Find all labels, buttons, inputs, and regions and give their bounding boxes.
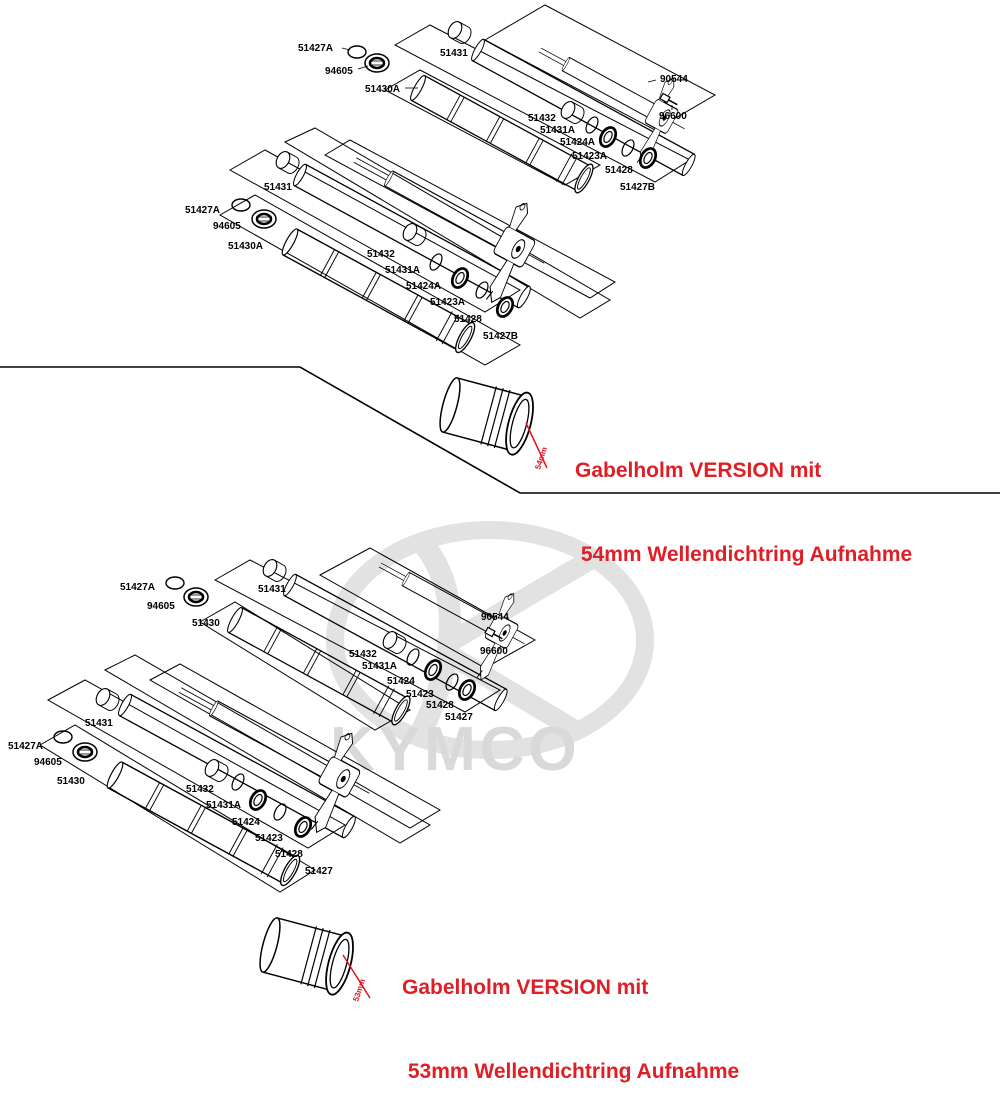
label-51427B: 51427B <box>620 182 655 193</box>
label-51427A-lower: 51427A <box>185 205 220 216</box>
watermark-logo: KYMCO <box>326 521 654 784</box>
top-caption: Gabelholm VERSION mit 54mm Wellendichtri… <box>575 401 912 597</box>
label-51427A-lower: 51427A <box>8 741 43 752</box>
bottom-caption: Gabelholm VERSION mit 53mm Wellendichtri… <box>402 918 739 1114</box>
label-96600: 96600 <box>480 646 508 657</box>
label-51431-lower: 51431 <box>85 718 113 729</box>
top-callout-labels: 51427A 94605 51430A 51431 90544 96600 51… <box>185 43 688 342</box>
label-94605-lower: 94605 <box>34 757 62 768</box>
exploded-parts-diagram: KYMCO <box>0 4 1000 1003</box>
label-51424A: 51424A <box>560 137 595 148</box>
label-51431-lower: 51431 <box>264 182 292 193</box>
label-51431A-lower: 51431A <box>385 265 420 276</box>
label-51427: 51427 <box>445 712 473 723</box>
label-96600: 96600 <box>659 111 687 122</box>
label-51428-lower: 51428 <box>454 314 482 325</box>
label-51432: 51432 <box>349 649 377 660</box>
watermark-text: KYMCO <box>330 715 581 784</box>
label-51431: 51431 <box>258 584 286 595</box>
section-divider-line <box>0 366 1000 494</box>
label-51427B-lower: 51427B <box>483 331 518 342</box>
label-51431: 51431 <box>440 48 468 59</box>
label-51424-lower: 51424 <box>232 817 260 828</box>
label-51423-lower: 51423 <box>255 833 283 844</box>
label-51430-lower: 51430 <box>57 776 85 787</box>
label-51428-lower: 51428 <box>275 849 303 860</box>
bottom-caption-line1: Gabelholm VERSION mit <box>402 976 649 999</box>
label-51432-lower: 51432 <box>367 249 395 260</box>
label-51424A-lower: 51424A <box>406 281 441 292</box>
label-51432: 51432 <box>528 113 556 124</box>
label-51428: 51428 <box>426 700 454 711</box>
label-51431A: 51431A <box>362 661 397 672</box>
label-51423: 51423 <box>406 689 434 700</box>
top-caption-line2: 54mm Wellendichtring Aufnahme <box>575 543 913 566</box>
label-51431A: 51431A <box>540 125 575 136</box>
label-90544: 90544 <box>481 612 509 623</box>
label-51424: 51424 <box>387 676 415 687</box>
label-94605: 94605 <box>147 601 175 612</box>
top-exploded-view: 54mm <box>218 4 717 471</box>
label-51430A-lower: 51430A <box>228 241 263 252</box>
bottom-caption-line2: 53mm Wellendichtring Aufnahme <box>402 1060 740 1083</box>
label-51423A-lower: 51423A <box>430 297 465 308</box>
label-94605-lower: 94605 <box>213 221 241 232</box>
bottom-callout-labels: 51427A 94605 51430 51431 90544 96600 514… <box>8 582 509 877</box>
label-90544: 90544 <box>660 74 688 85</box>
label-51432-lower: 51432 <box>186 784 214 795</box>
label-51428: 51428 <box>605 165 633 176</box>
label-51427A: 51427A <box>298 43 333 54</box>
label-51430: 51430 <box>192 618 220 629</box>
label-51427A: 51427A <box>120 582 155 593</box>
label-51423A: 51423A <box>572 151 607 162</box>
label-94605: 94605 <box>325 66 353 77</box>
label-51427-lower: 51427 <box>305 866 333 877</box>
label-51430A: 51430A <box>365 84 400 95</box>
top-caption-line1: Gabelholm VERSION mit <box>575 459 822 482</box>
label-51431A-lower: 51431A <box>206 800 241 811</box>
